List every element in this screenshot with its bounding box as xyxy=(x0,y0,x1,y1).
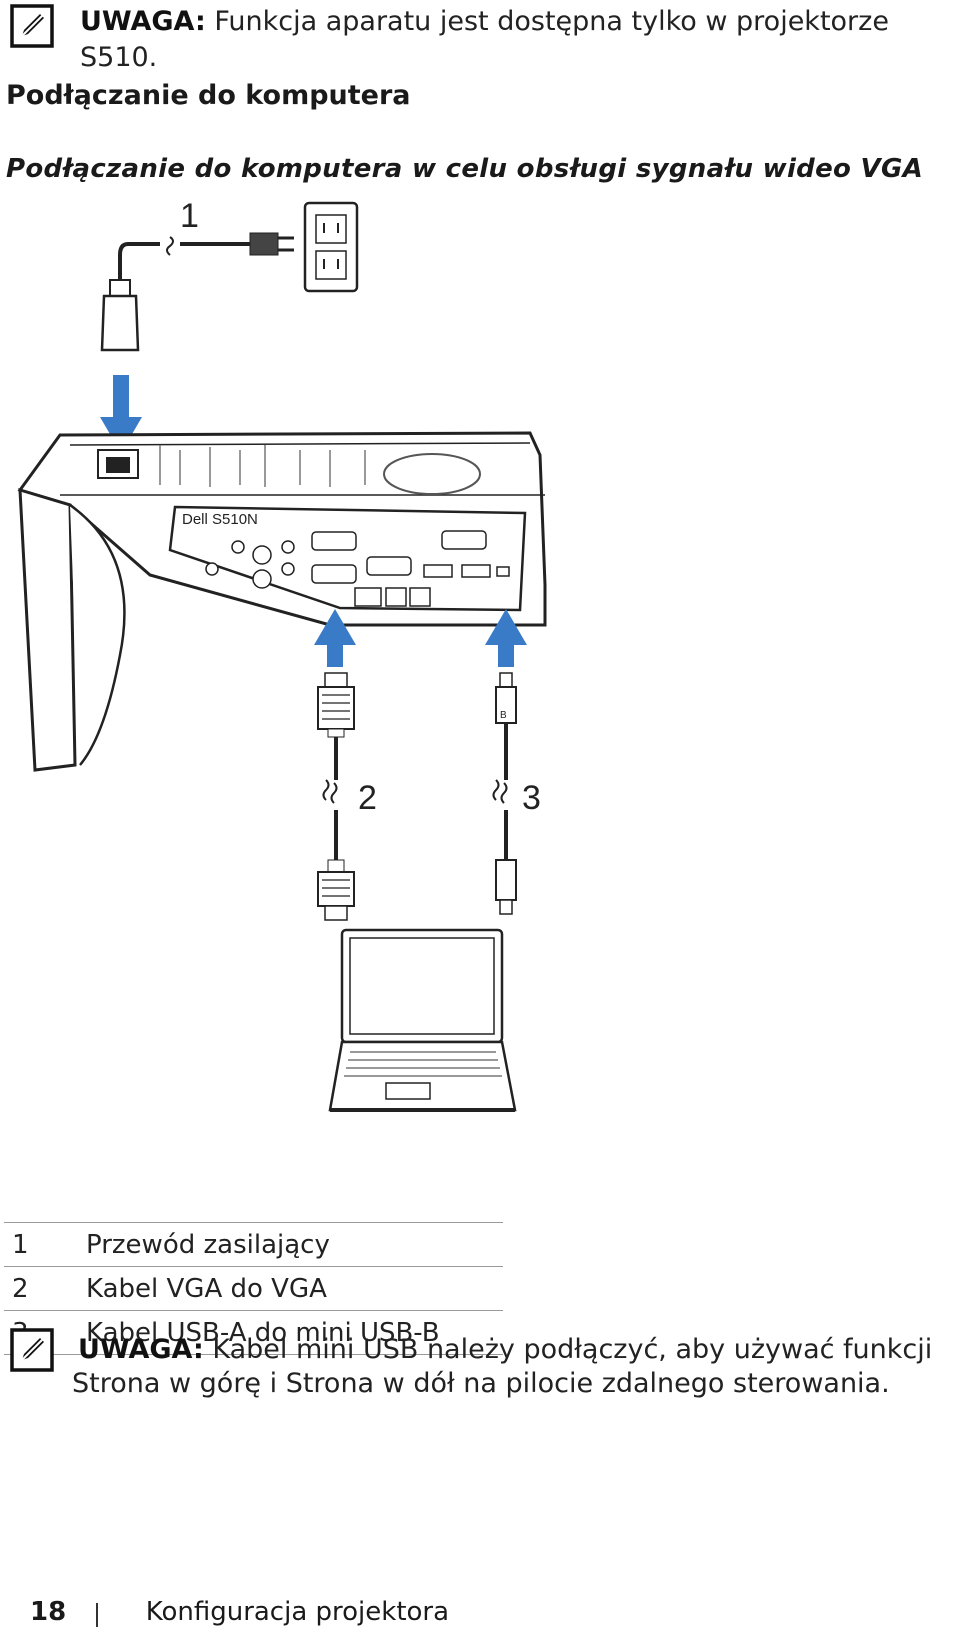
usb-arrow xyxy=(485,609,527,667)
bottom-note-line2: Strona w górę i Strona w dół na pilocie … xyxy=(72,1368,890,1399)
laptop xyxy=(328,928,517,1112)
projector: Dell S510N xyxy=(17,431,547,772)
chapter-title: Konfiguracja projektora xyxy=(145,1597,450,1627)
power-cord xyxy=(100,232,294,352)
connection-diagram: 1 xyxy=(17,197,547,1112)
callout-3: 3 xyxy=(522,779,541,817)
note-body-line1: Kabel mini USB należy podłączyć, aby uży… xyxy=(203,1334,933,1365)
legend-number: 2 xyxy=(4,1266,86,1311)
legend-text: Kabel VGA do VGA xyxy=(86,1266,503,1311)
note-label: UWAGA: xyxy=(78,1334,204,1365)
wall-outlet xyxy=(303,201,359,293)
pencil-note-icon xyxy=(10,1328,54,1372)
legend-table: 1 Przewód zasilający 2 Kabel VGA do VGA … xyxy=(4,1222,503,1355)
table-row: 1 Przewód zasilający xyxy=(4,1222,503,1267)
usb-b-letter: B xyxy=(500,710,507,721)
legend-number: 1 xyxy=(4,1222,86,1267)
top-note: UWAGA: Funkcja aparatu jest dostępna tyl… xyxy=(10,4,960,76)
table-row: 2 Kabel VGA do VGA xyxy=(4,1266,503,1311)
projector-label: Dell S510N xyxy=(182,511,258,528)
footer-divider xyxy=(96,1603,98,1627)
usb-cable: B xyxy=(492,672,517,915)
top-note-text: UWAGA: Funkcja aparatu jest dostępna tyl… xyxy=(80,4,960,76)
section-title: Podłączanie do komputera xyxy=(6,80,411,111)
vga-arrow xyxy=(314,609,356,667)
page-number: 18 xyxy=(30,1597,67,1627)
pencil-note-icon xyxy=(10,4,54,48)
bottom-note-text: UWAGA: Kabel mini USB należy podłączyć, … xyxy=(78,1332,932,1368)
legend-text: Przewód zasilający xyxy=(86,1222,503,1267)
note-body: Funkcja aparatu jest dostępna tylko w pr… xyxy=(80,6,889,73)
table-row: 3 Kabel USB-A do mini USB-B xyxy=(4,1310,503,1355)
legend-text: Kabel USB-A do mini USB-B xyxy=(86,1310,503,1355)
subsection-title: Podłączanie do komputera w celu obsługi … xyxy=(6,154,924,184)
bottom-note: UWAGA: Kabel mini USB należy podłączyć, … xyxy=(10,1328,932,1372)
note-label: UWAGA: xyxy=(80,6,206,37)
page-footer: 18 Konfiguracja projektora xyxy=(30,1597,449,1627)
vga-cable xyxy=(317,672,355,921)
callout-1: 1 xyxy=(180,197,199,235)
callout-2: 2 xyxy=(358,779,377,817)
